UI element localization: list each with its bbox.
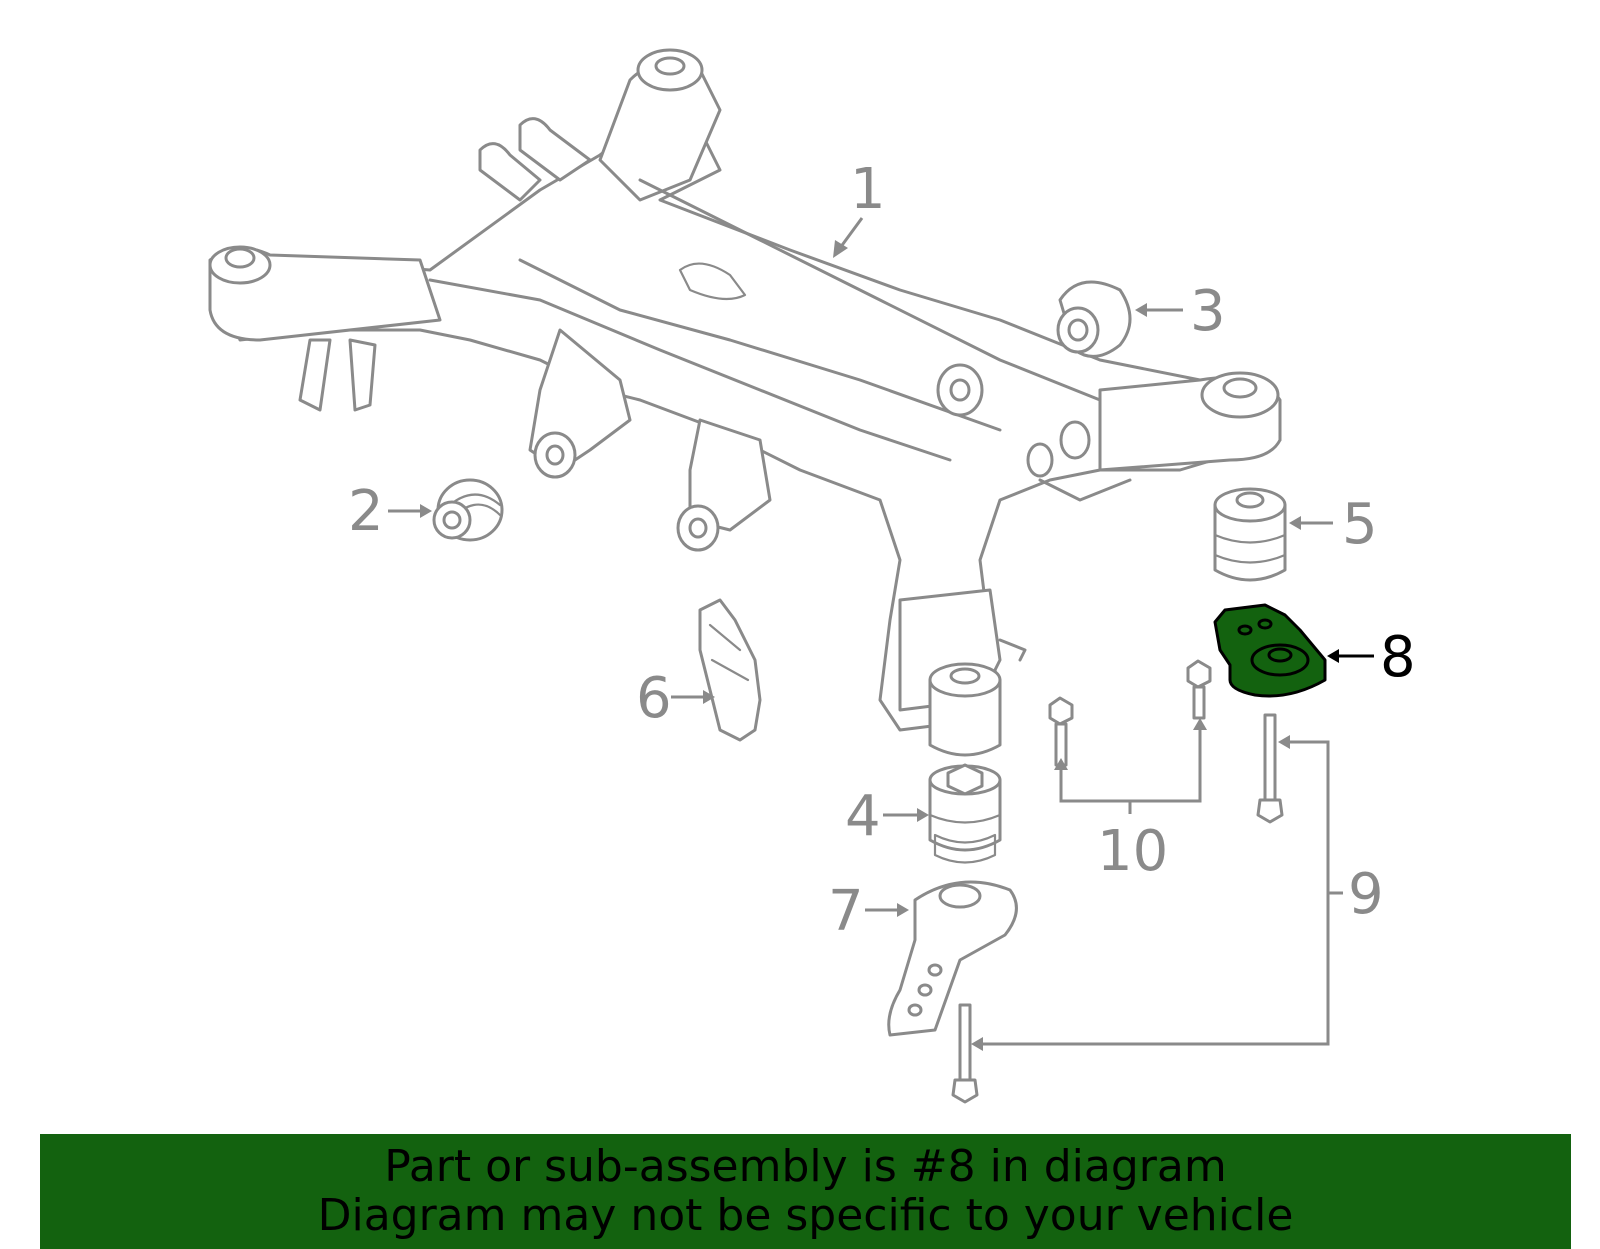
callout-7: 7 xyxy=(828,879,864,944)
mount-4-part xyxy=(928,763,1002,864)
banner-line-1: Part or sub-assembly is #8 in diagram xyxy=(384,1141,1227,1192)
callout-5: 5 xyxy=(1342,492,1378,557)
bolts-9-part xyxy=(951,713,1284,1104)
callout-4: 4 xyxy=(845,784,881,849)
callout-3: 3 xyxy=(1190,279,1226,344)
callout-2: 2 xyxy=(348,479,384,544)
callout-leaders xyxy=(388,217,1374,1051)
info-banner: Part or sub-assembly is #8 in diagram Di… xyxy=(40,1134,1571,1249)
callout-10: 10 xyxy=(1097,819,1168,884)
bracket-7-part xyxy=(887,880,1018,1037)
bushing-2-part xyxy=(432,478,504,542)
banner-line-2: Diagram may not be specific to your vehi… xyxy=(317,1190,1294,1241)
upper-mount-part xyxy=(928,662,1002,757)
bushing-3-part xyxy=(1056,280,1132,358)
callout-9: 9 xyxy=(1348,862,1384,927)
mount-8-part-highlighted xyxy=(1213,603,1327,698)
bolts-10-part xyxy=(1048,659,1212,767)
callout-6: 6 xyxy=(636,666,672,731)
callout-8: 8 xyxy=(1380,625,1416,690)
callout-1: 1 xyxy=(850,157,886,222)
subframe-part xyxy=(208,48,1282,732)
bracket-6-part xyxy=(698,598,762,742)
mount-5-part xyxy=(1213,487,1287,582)
